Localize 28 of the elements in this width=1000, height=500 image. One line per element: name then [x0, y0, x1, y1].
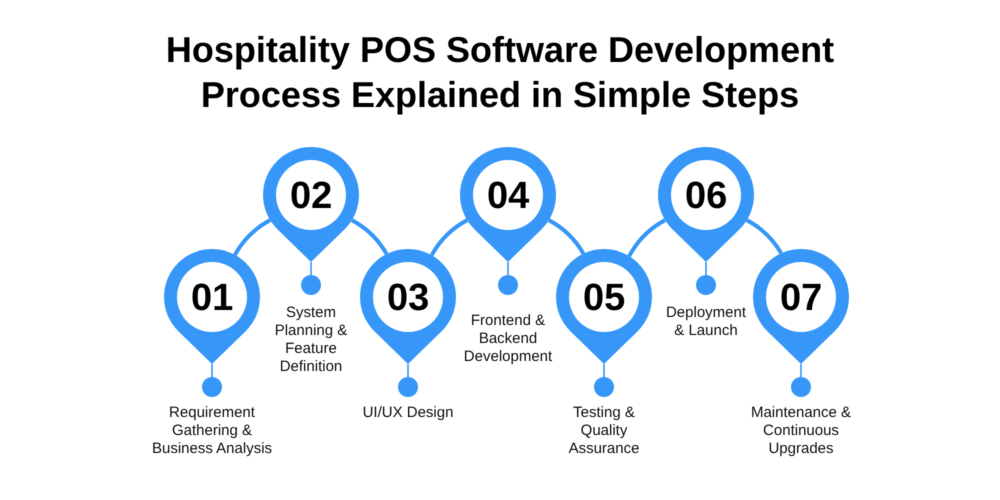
step-label: System Planning & Feature Definition: [274, 304, 348, 376]
step-number: 02: [290, 176, 332, 216]
step-label: Frontend & Backend Development: [462, 312, 554, 366]
step-label: UI/UX Design: [362, 404, 454, 422]
location-pin: [263, 147, 359, 262]
connector-arc: [233, 218, 272, 256]
step-number: 03: [387, 278, 430, 318]
connector-arc: [746, 218, 783, 254]
step-number: 05: [583, 278, 626, 318]
step-number: 01: [191, 278, 234, 318]
location-pin: [556, 249, 652, 364]
connector-arc: [548, 218, 586, 255]
location-pin: [658, 147, 754, 262]
step-number: 06: [685, 176, 728, 216]
title: Hospitality POS Software Development Process Explained in Simple Steps: [164, 28, 836, 117]
location-pin: [164, 249, 260, 364]
step-number: 04: [487, 176, 530, 216]
step-label: Requirement Gathering & Business Analysis: [150, 404, 274, 458]
step-number: 07: [780, 278, 822, 318]
step-label: Testing & Quality Assurance: [568, 404, 640, 458]
connector-arc: [628, 218, 666, 258]
step-label: Deployment & Launch: [664, 304, 748, 340]
location-pin: [753, 249, 849, 364]
location-pin: [460, 147, 556, 262]
step-label: Maintenance & Continuous Upgrades: [750, 404, 852, 458]
connector-arc: [350, 218, 388, 256]
location-pin: [360, 249, 456, 364]
connector-arc: [430, 218, 468, 256]
